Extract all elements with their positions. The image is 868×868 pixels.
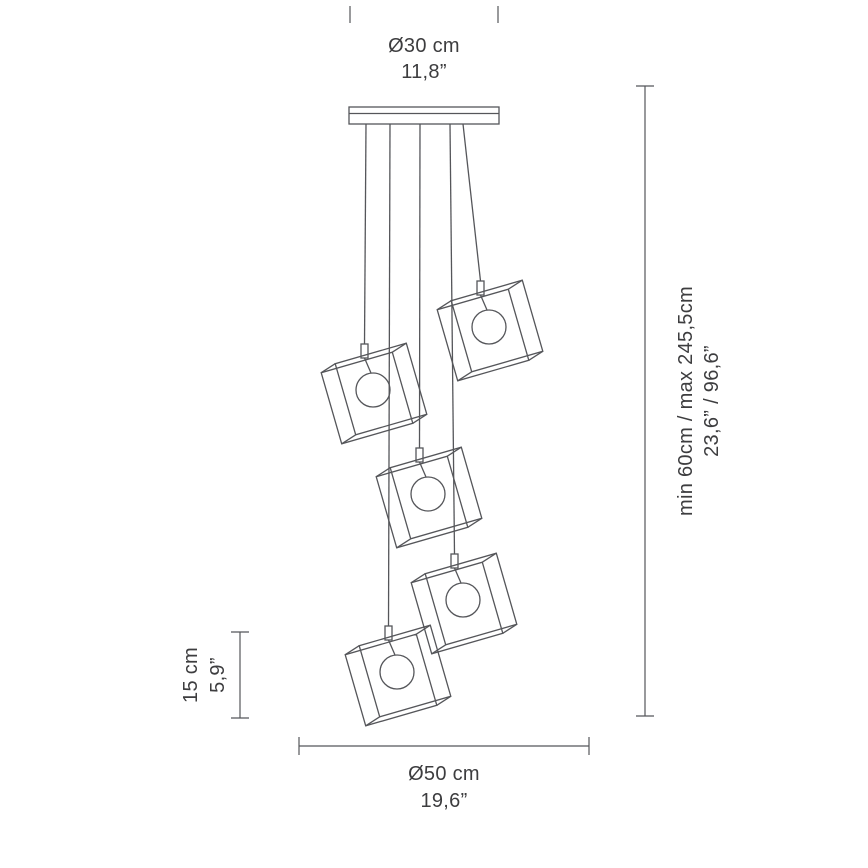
canopy-diameter-cm-label: Ø30 cm — [388, 35, 460, 57]
cord-1 — [363, 123, 367, 345]
pendant-cube-4 — [410, 552, 518, 655]
drop-height-inch-label: 23,6” / 96,6” — [701, 345, 723, 457]
cord-3 — [418, 123, 421, 449]
shade-height-inch-label: 5,9” — [207, 657, 229, 693]
shade-height-dimension: 15 cm 5,9” — [180, 631, 249, 719]
pendant-cubes — [320, 279, 544, 727]
cord-2 — [462, 123, 482, 282]
shade-height-cm-label: 15 cm — [180, 647, 202, 703]
canopy-dimension: Ø30 cm 11,8” — [349, 6, 499, 83]
canopy-diameter-inch-label: 11,8” — [401, 61, 447, 83]
spread-dimension: Ø50 cm 19,6” — [298, 737, 590, 812]
pendant-cube-1 — [320, 342, 428, 445]
pendant-cube-3 — [375, 446, 483, 549]
pendant-cube-5 — [344, 624, 452, 727]
ceiling-canopy — [348, 106, 500, 125]
drop-height-dimension: min 60cm / max 245,5cm 23,6” / 96,6” — [636, 85, 723, 717]
canopy-body — [348, 106, 500, 125]
suspension-cords — [363, 123, 482, 627]
cord-4 — [449, 123, 456, 555]
spread-diameter-cm-label: Ø50 cm — [408, 763, 480, 785]
spread-diameter-inch-label: 19,6” — [420, 790, 467, 812]
cord-5 — [387, 123, 391, 627]
pendant-cube-2 — [436, 279, 544, 382]
drop-height-cm-label: min 60cm / max 245,5cm — [675, 286, 697, 516]
